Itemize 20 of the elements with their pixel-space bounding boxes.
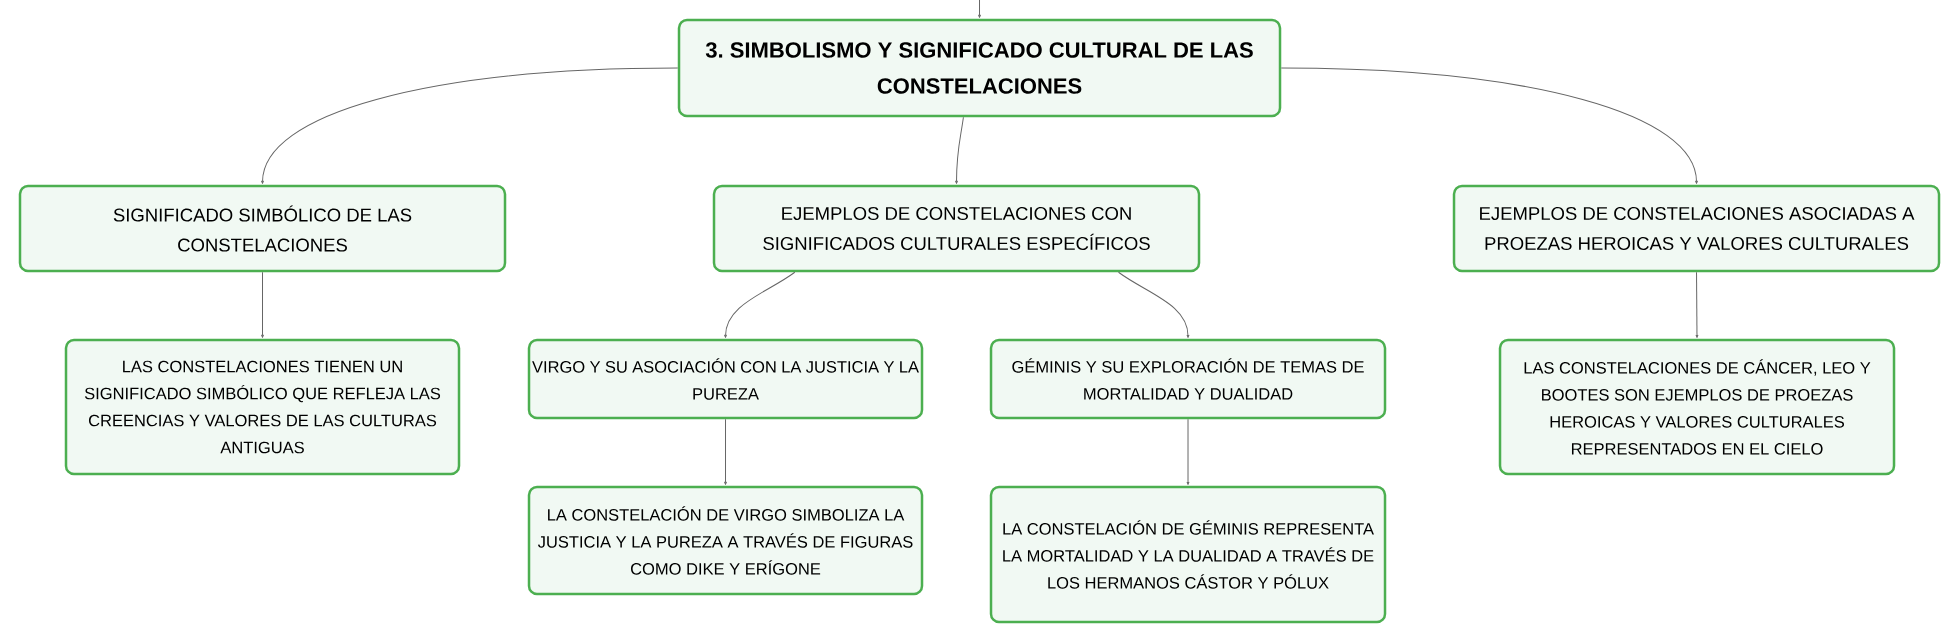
leaf-box: LA CONSTELACIÓN DE VIRGO SIMBOLIZA LA JUSTICIA Y LA PUREZA A TRAVÉS DE FIGURAS COMO DIKE Y ERÍGONE: [527, 485, 924, 596]
leaf-box: GÉMINIS Y SU EXPLORACIÓN DE TEMAS DE MORTALIDAD Y DUALIDAD: [989, 338, 1387, 420]
connector: [1280, 67, 1698, 185]
connector: [1118, 271, 1190, 339]
root-box: 3. SIMBOLISMO Y SIGNIFICADO CULTURAL DE LAS CONSTELACIONES: [677, 18, 1282, 118]
leaf-box: LA CONSTELACIÓN DE GÉMINIS REPRESENTA LA MORTALIDAD Y LA DUALIDAD A TRAVÉS DE LOS HERMANOS CÁSTOR Y PÓLUX: [989, 485, 1387, 624]
connector: [978, 0, 981, 19]
connector: [1695, 271, 1699, 339]
leaf-box: LAS CONSTELACIONES DE CÁNCER, LEO Y BOOTES SON EJEMPLOS DE PROEZAS HEROICAS Y VALORES CULTURALES REPRESENTADOS EN EL CIELO: [1498, 338, 1896, 476]
connector: [261, 67, 679, 185]
connector: [724, 418, 727, 486]
branch-box: EJEMPLOS DE CONSTELACIONES CON SIGNIFICADOS CULTURALES ESPECÍFICOS: [712, 184, 1201, 273]
leaf-box: LAS CONSTELACIONES TIENEN UN SIGNIFICADO SIMBÓLICO QUE REFLEJA LAS CREENCIAS Y VALORES DE LAS CULTURAS ANTIGUAS: [64, 338, 461, 476]
connector: [724, 271, 796, 339]
leaf-box: VIRGO Y SU ASOCIACIÓN CON LA JUSTICIA Y LA PUREZA: [527, 338, 924, 420]
connector: [1186, 418, 1190, 486]
connector: [261, 271, 264, 339]
branch-box: EJEMPLOS DE CONSTELACIONES ASOCIADAS A PROEZAS HEROICAS Y VALORES CULTURALES: [1452, 184, 1941, 273]
connector: [955, 116, 964, 185]
branch-box: SIGNIFICADO SIMBÓLICO DE LAS CONSTELACIONES: [18, 184, 507, 273]
